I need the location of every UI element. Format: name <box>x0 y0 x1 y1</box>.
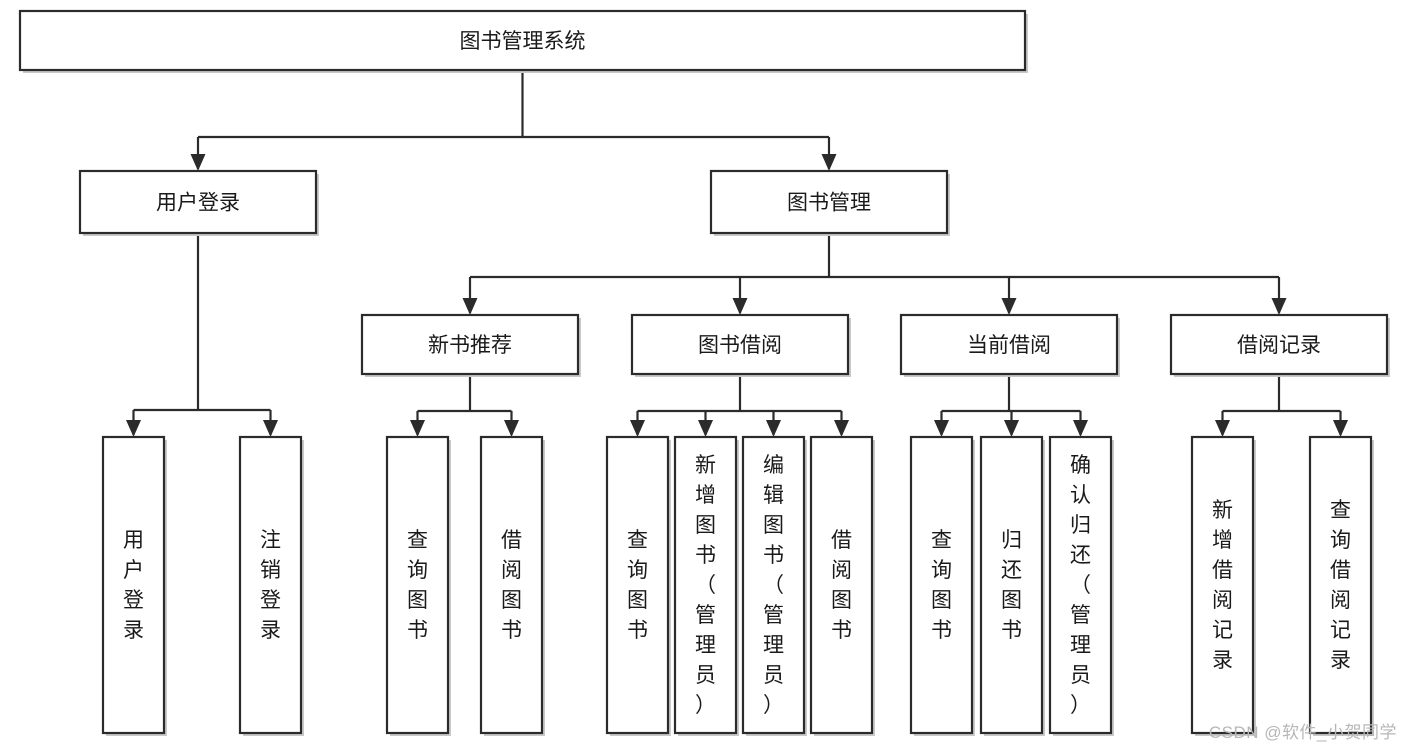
node-leaf-borrow-2[interactable]: 新增图书（管理员） <box>673 435 739 736</box>
node-label: 新增图书（管理员） <box>695 454 716 717</box>
node-leaf-records-1[interactable]: 新增借阅记录 <box>1190 435 1256 736</box>
node-rect[interactable] <box>360 313 580 376</box>
arrow-head <box>504 420 519 437</box>
node-leaf-newbook-1[interactable]: 查询图书 <box>385 435 451 736</box>
node-label: 图书借阅 <box>698 334 782 357</box>
node-label: 查询图书 <box>931 529 952 642</box>
node-label: 借阅图书 <box>501 529 522 642</box>
node-login[interactable]: 用户登录 <box>78 169 319 236</box>
node-rect[interactable] <box>18 9 1027 72</box>
node-records[interactable]: 借阅记录 <box>1169 313 1390 377</box>
node-rect[interactable] <box>101 435 166 735</box>
arrow-head <box>834 420 849 437</box>
arrow-head <box>732 298 748 315</box>
arrow-head <box>821 154 837 171</box>
arrow-head <box>698 420 713 437</box>
node-label: 新增借阅记录 <box>1212 499 1233 672</box>
node-label: 注销登录 <box>260 529 281 642</box>
node-leaf-records-2[interactable]: 查询借阅记录 <box>1308 435 1374 736</box>
node-borrow[interactable]: 图书借阅 <box>630 313 851 377</box>
node-leaf-login-2[interactable]: 注销登录 <box>238 435 304 736</box>
arrow-head <box>766 420 781 437</box>
arrow-head <box>1073 420 1088 437</box>
node-label: 查询借阅记录 <box>1330 499 1351 672</box>
node-leaf-current-1[interactable]: 查询图书 <box>909 435 975 736</box>
node-bookmgmt[interactable]: 图书管理 <box>709 169 950 236</box>
node-label: 当前借阅 <box>967 334 1051 357</box>
node-label: 借阅图书 <box>831 529 852 642</box>
arrow-head <box>263 420 278 437</box>
node-newbook[interactable]: 新书推荐 <box>360 313 581 377</box>
node-leaf-current-2[interactable]: 归还图书 <box>979 435 1045 736</box>
arrow-head <box>1004 420 1019 437</box>
node-label: 图书管理系统 <box>460 30 586 53</box>
node-leaf-borrow-1[interactable]: 查询图书 <box>605 435 671 736</box>
arrow-head <box>630 420 645 437</box>
node-rect[interactable] <box>630 313 850 376</box>
node-rect[interactable] <box>479 435 544 735</box>
node-rect[interactable] <box>605 435 670 735</box>
node-root[interactable]: 图书管理系统 <box>18 9 1028 73</box>
node-rect[interactable] <box>709 169 949 235</box>
node-rect[interactable] <box>78 169 318 235</box>
node-label: 查询图书 <box>627 529 648 642</box>
node-leaf-borrow-4[interactable]: 借阅图书 <box>809 435 875 736</box>
node-layer: 图书管理系统用户登录图书管理新书推荐图书借阅当前借阅借阅记录用户登录注销登录查询… <box>18 9 1390 736</box>
node-rect[interactable] <box>673 435 738 735</box>
node-label: 用户登录 <box>156 192 240 215</box>
node-rect[interactable] <box>238 435 303 735</box>
arrow-head <box>190 154 206 171</box>
arrow-head <box>1333 420 1348 437</box>
node-label: 图书管理 <box>787 192 871 215</box>
node-label: 用户登录 <box>123 529 144 642</box>
node-leaf-current-3[interactable]: 确认归还（管理员） <box>1048 435 1114 736</box>
arrow-head <box>1271 298 1287 315</box>
node-rect[interactable] <box>1190 435 1255 735</box>
node-label: 查询图书 <box>407 529 428 642</box>
node-rect[interactable] <box>1169 313 1389 376</box>
arrow-head <box>126 420 141 437</box>
node-label: 借阅记录 <box>1237 334 1321 357</box>
node-label: 归还图书 <box>1001 529 1022 642</box>
node-current[interactable]: 当前借阅 <box>899 313 1120 377</box>
node-label: 编辑图书（管理员） <box>763 454 784 717</box>
node-rect[interactable] <box>385 435 450 735</box>
arrow-head <box>934 420 949 437</box>
node-rect[interactable] <box>979 435 1044 735</box>
arrow-head <box>462 298 478 315</box>
node-rect[interactable] <box>1048 435 1113 735</box>
node-rect[interactable] <box>899 313 1119 376</box>
arrow-head <box>1001 298 1017 315</box>
connector-layer <box>126 70 1348 437</box>
node-leaf-newbook-2[interactable]: 借阅图书 <box>479 435 545 736</box>
node-rect[interactable] <box>741 435 806 735</box>
node-leaf-borrow-3[interactable]: 编辑图书（管理员） <box>741 435 807 736</box>
node-label: 新书推荐 <box>428 334 512 357</box>
node-leaf-login-1[interactable]: 用户登录 <box>101 435 167 736</box>
node-rect[interactable] <box>909 435 974 735</box>
node-rect[interactable] <box>1308 435 1373 735</box>
csdn-watermark: CSDN @软件_小贺同学 <box>1208 723 1397 742</box>
node-label: 确认归还（管理员） <box>1070 454 1091 717</box>
arrow-head <box>1215 420 1230 437</box>
arrow-head <box>410 420 425 437</box>
node-rect[interactable] <box>809 435 874 735</box>
